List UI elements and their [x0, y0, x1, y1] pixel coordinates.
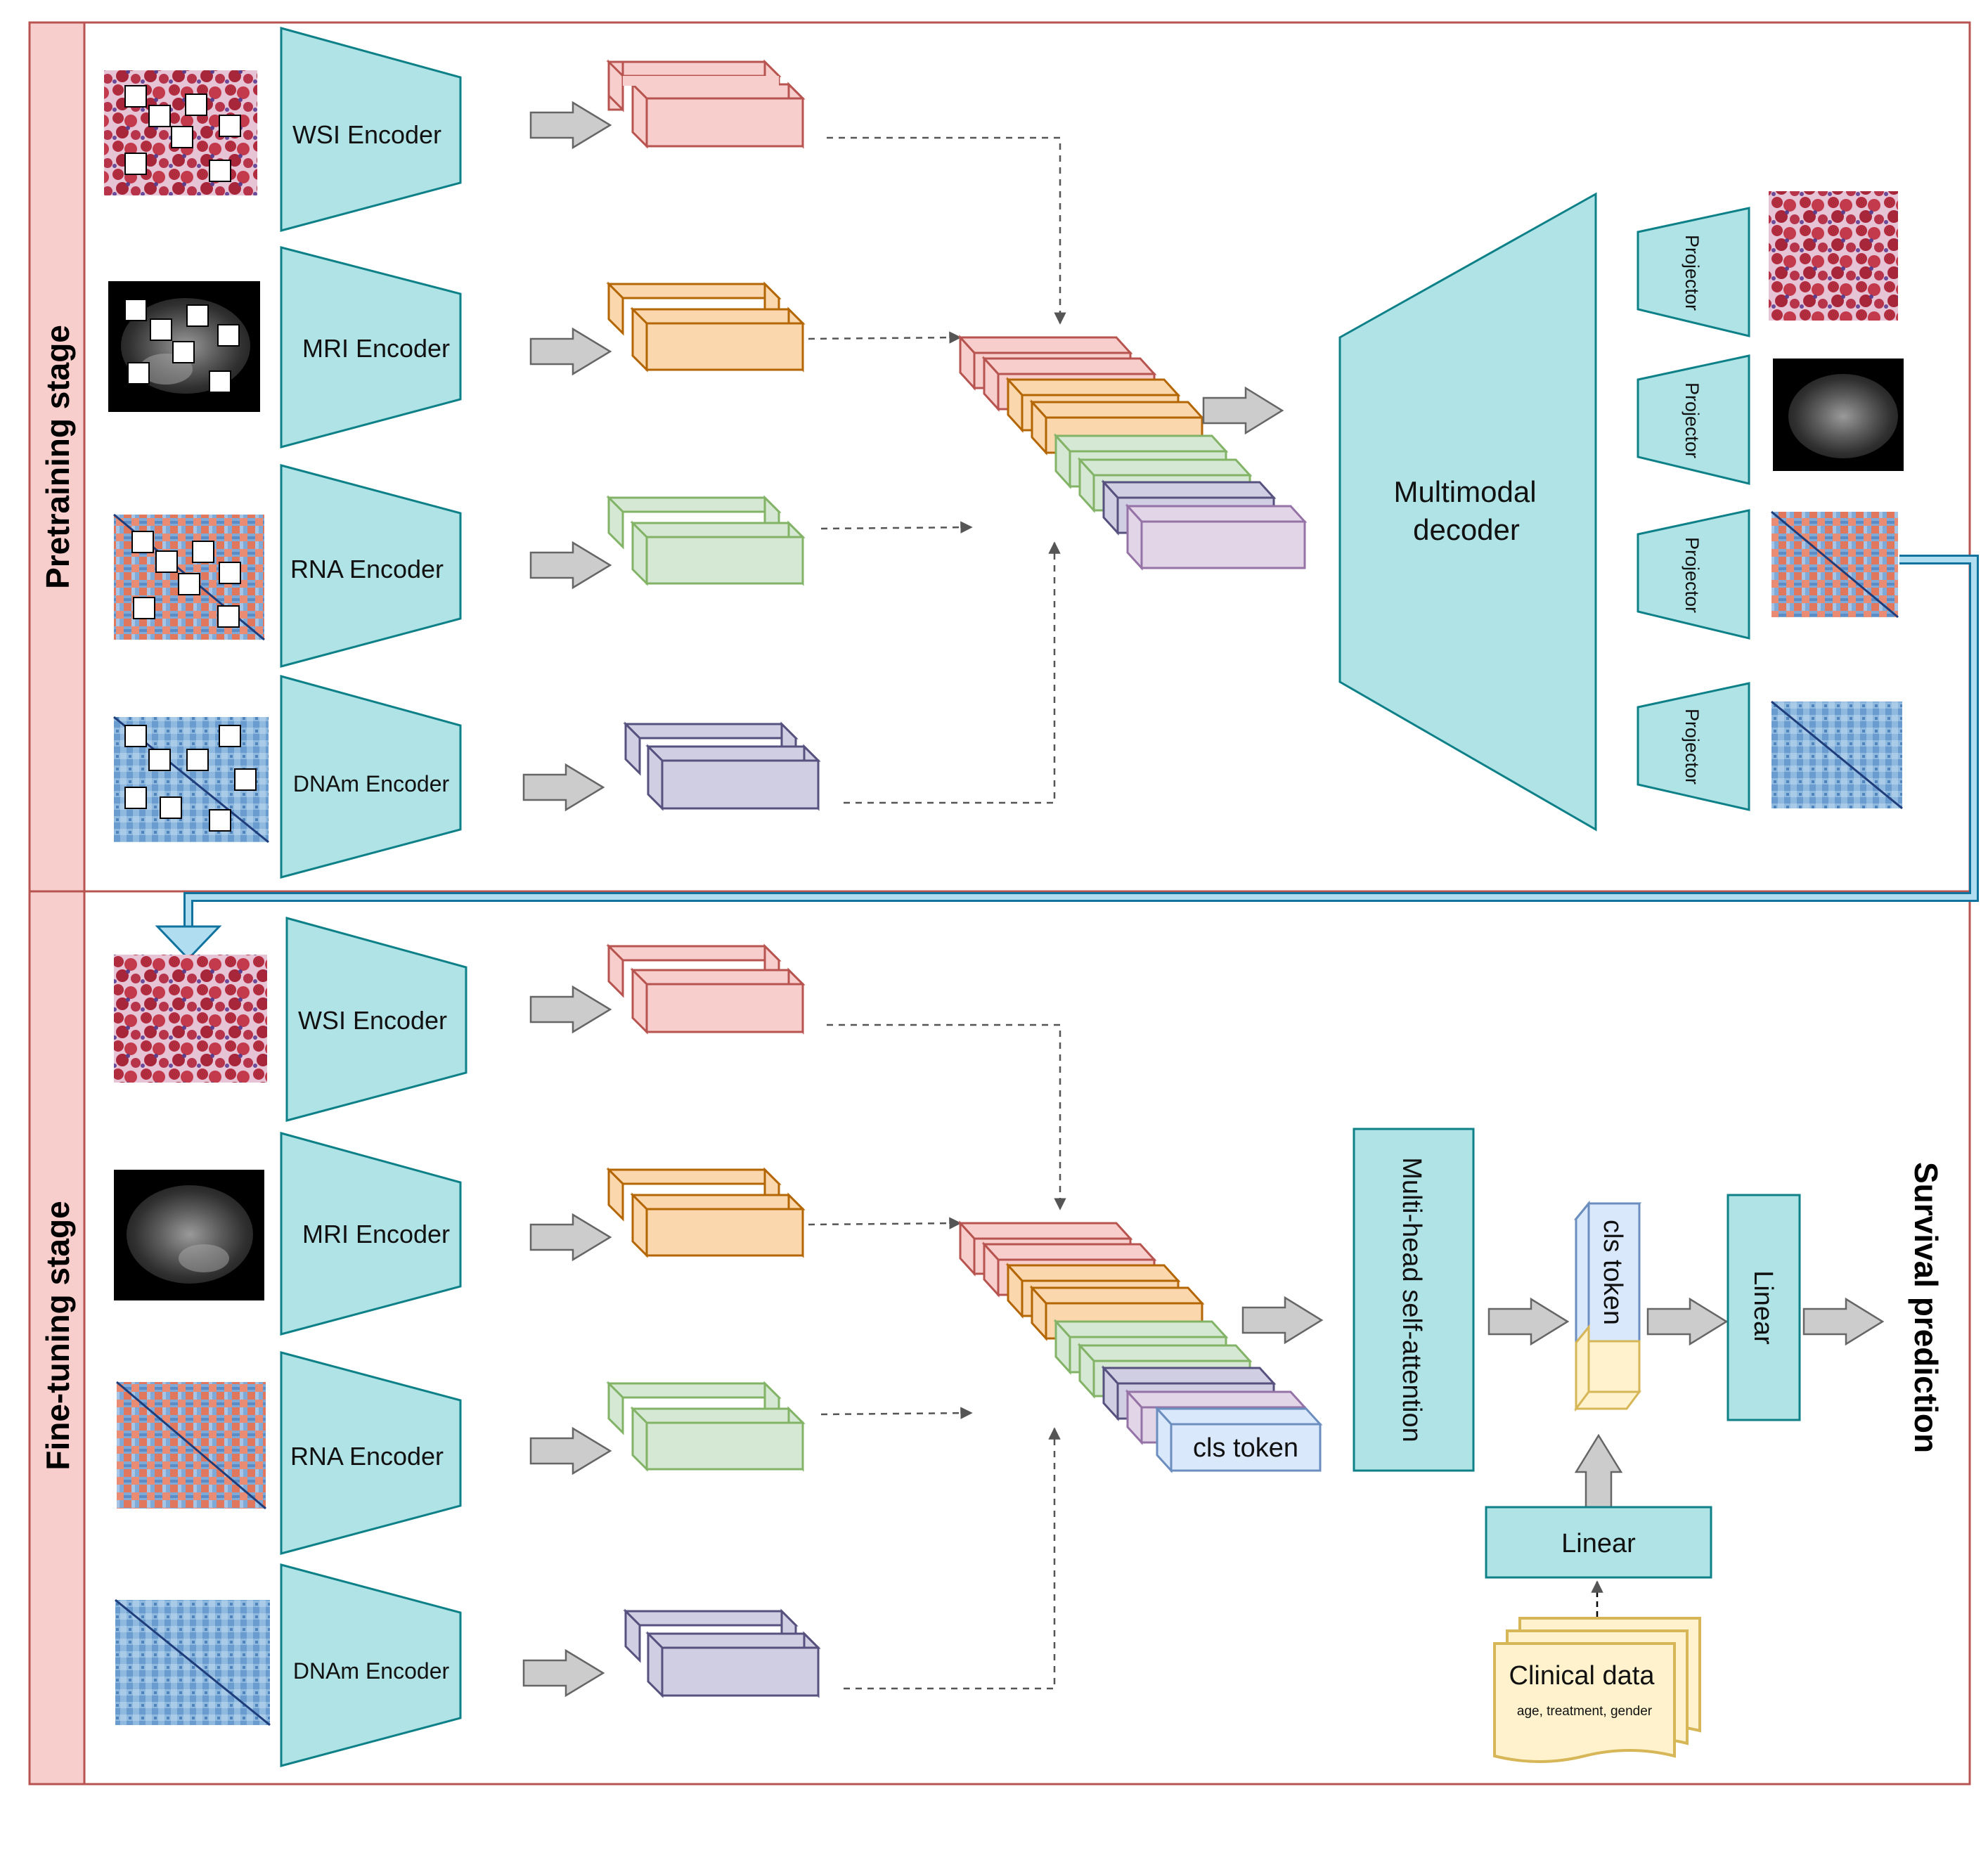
finetuning-label-bar	[28, 890, 86, 1786]
clinical-linear-label: Linear	[1561, 1529, 1636, 1558]
pt-block-arrows	[522, 101, 612, 812]
pt-dashed-connectors	[808, 136, 1066, 804]
ft-wsi-block-arrow	[529, 985, 612, 1034]
ft-mri-connector	[808, 1217, 962, 1229]
ft-dnam-image	[115, 1599, 271, 1726]
ft-wsi-connector	[827, 1024, 1066, 1210]
projector-mri: Projector	[1637, 354, 1750, 485]
ft-stack-to-attention-arrow	[1241, 1296, 1324, 1345]
pt-dnam-encoder: DNAm Encoder	[280, 675, 462, 879]
ft-wsi-image	[114, 955, 267, 1083]
weight-transfer-link	[155, 555, 1979, 961]
ft-dnam-tokens	[623, 1608, 821, 1698]
rna-masked-image	[113, 513, 265, 641]
ft-dnam-connector	[844, 1427, 1061, 1690]
linear-head-label: Linear	[1748, 1270, 1778, 1345]
pt-wsi-tokens	[606, 59, 806, 149]
projector-wsi: Projector	[1637, 207, 1750, 337]
ft-wsi-tokens	[606, 943, 806, 1035]
ft-dashed-connectors	[808, 1024, 1066, 1690]
multimodal-decoder: Multimodal decoder	[1338, 192, 1597, 832]
linear-to-output-arrow	[1802, 1297, 1885, 1346]
ft-rna-connector	[820, 1407, 973, 1419]
dnam-masked-image	[113, 716, 269, 844]
clinical-data-document: Clinical data age, treatment, gender	[1493, 1617, 1701, 1763]
pt-wsi-block-arrow	[529, 101, 612, 150]
pt-rna-connector	[820, 521, 973, 534]
decoder-label-line2: decoder	[1413, 513, 1520, 546]
pretraining-label: Pretraining stage	[39, 325, 76, 589]
finetuning-label: Fine-tuning stage	[39, 1201, 76, 1470]
ft-mri-encoder-label: MRI Encoder	[302, 1220, 450, 1248]
pt-wsi-connector	[827, 136, 1066, 325]
pt-wsi-encoder-label: WSI Encoder	[292, 120, 441, 149]
projector-mri-label: Projector	[1682, 382, 1703, 458]
ft-wsi-encoder: WSI Encoder	[285, 917, 467, 1122]
ft-mri-encoder: MRI Encoder	[280, 1132, 462, 1336]
pt-dnam-tokens	[623, 721, 821, 811]
ft-rna-encoder-label: RNA Encoder	[290, 1442, 444, 1471]
pt-dnam-encoder-label: DNAm Encoder	[293, 771, 450, 796]
pt-mri-encoder-label: MRI Encoder	[302, 334, 450, 363]
clinical-data-title: Clinical data	[1509, 1661, 1655, 1691]
projector-rna: Projector	[1637, 509, 1750, 640]
reconstructed-dnam-image	[1771, 700, 1903, 810]
cls-clinical-part	[1587, 1340, 1641, 1393]
projector-wsi-label: Projector	[1682, 235, 1703, 311]
attention-to-cls-arrow	[1487, 1297, 1570, 1346]
survival-prediction-label: Survival prediction	[1908, 1162, 1944, 1453]
ft-block-arrows	[522, 985, 612, 1698]
pt-wsi-encoder: WSI Encoder	[280, 27, 462, 232]
ft-cls-token-box	[1170, 1423, 1322, 1472]
pt-dnam-block-arrow	[522, 763, 605, 812]
ft-dnam-encoder-label: DNAm Encoder	[293, 1658, 450, 1684]
projector-dnam-label: Projector	[1682, 709, 1703, 785]
wsi-masked-image	[104, 70, 257, 195]
reconstructed-rna-image	[1771, 510, 1899, 619]
ft-rna-encoder: RNA Encoder	[280, 1351, 462, 1555]
ft-mri-image	[114, 1170, 264, 1300]
clinical-linear: Linear	[1485, 1506, 1712, 1579]
cls-token-vertical-label: cls token	[1598, 1220, 1627, 1325]
pt-rna-encoder-label: RNA Encoder	[290, 555, 444, 583]
reconstructed-mri-image	[1773, 359, 1904, 471]
pt-mri-block-arrow	[529, 327, 612, 376]
linear-head: Linear	[1726, 1194, 1801, 1421]
pt-stack-to-decoder-arrow	[1202, 386, 1284, 435]
weight-transfer-arrowhead	[155, 925, 222, 961]
attention-label: Multi-head self-attention	[1397, 1157, 1426, 1442]
ft-cls-token-label: cls token	[1193, 1433, 1298, 1463]
pt-combined-token-stack	[957, 335, 1308, 571]
projector-dnam: Projector	[1637, 682, 1750, 811]
pt-rna-encoder: RNA Encoder	[280, 464, 462, 668]
reconstructed-wsi-image	[1769, 191, 1898, 321]
cls-token-cuboid: cls token	[1573, 1200, 1642, 1412]
pt-dnam-connector	[844, 541, 1061, 804]
ft-wsi-encoder-label: WSI Encoder	[298, 1006, 447, 1035]
ft-mri-block-arrow	[529, 1213, 612, 1262]
ft-combined-token-stack: cls token	[957, 1220, 1323, 1473]
cls-to-linear-arrow	[1646, 1297, 1729, 1346]
clinical-linear-to-cls-arrow	[1574, 1433, 1623, 1509]
ft-dnam-block-arrow	[522, 1648, 605, 1698]
ft-rna-block-arrow	[529, 1426, 612, 1476]
clinical-data-subtitle: age, treatment, gender	[1517, 1704, 1653, 1719]
ft-dnam-encoder: DNAm Encoder	[280, 1563, 462, 1767]
ft-mri-tokens	[606, 1167, 806, 1258]
pt-rna-tokens	[606, 495, 806, 586]
ft-rna-tokens	[606, 1381, 806, 1472]
pt-mri-connector	[808, 331, 962, 344]
ft-rna-image	[116, 1381, 266, 1510]
pt-rna-block-arrow	[529, 541, 612, 590]
projector-rna-label: Projector	[1682, 537, 1703, 613]
mri-masked-image	[108, 281, 260, 412]
pt-mri-tokens	[606, 281, 806, 373]
pt-mri-encoder: MRI Encoder	[280, 246, 462, 448]
pretraining-label-bar	[28, 21, 86, 893]
multi-head-self-attention: Multi-head self-attention	[1353, 1128, 1475, 1472]
decoder-label-line1: Multimodal	[1393, 475, 1536, 508]
